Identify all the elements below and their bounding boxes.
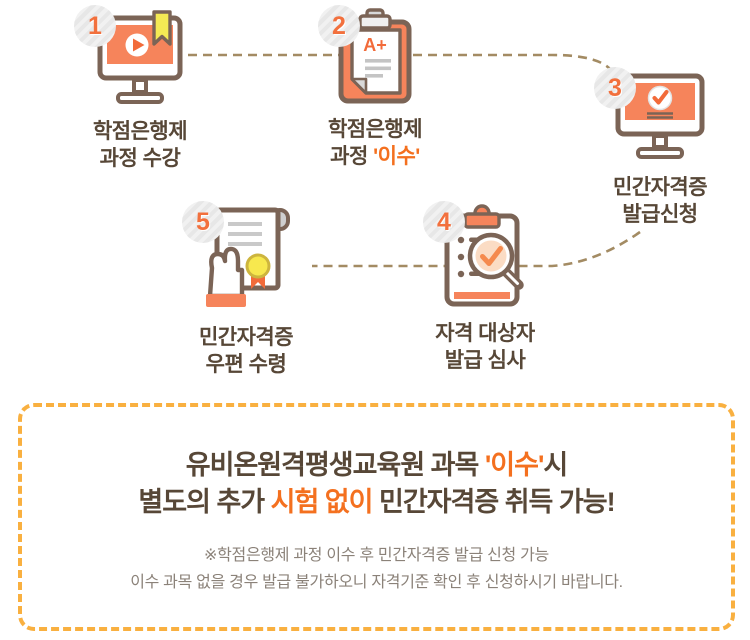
sleeve-cuff (206, 294, 246, 307)
step-number: 3 (608, 73, 622, 102)
headline-line2-suffix: 민간자격증 취득 가능! (372, 487, 616, 517)
step-number: 5 (196, 207, 210, 236)
step-5-icon-wrap: 5 (182, 201, 294, 319)
step-5: 5 민간자격증 우편 수령 (161, 201, 331, 378)
monitor-check-icon (615, 73, 705, 159)
step-4-label: 자격 대상자 발급 심사 (435, 320, 535, 374)
step-1-icon-wrap: 1 (74, 5, 190, 113)
step-3-label: 민간자격증 발급신청 (612, 174, 708, 228)
check-mark (652, 90, 669, 105)
step-number-badge: 2 (318, 5, 360, 47)
step-2-label-line2: 과정 (330, 145, 374, 168)
headline-line1-text: 유비온원격평생교육원 과목 (185, 450, 485, 480)
step-2-label: 학점은행제 과정 '이수' (327, 116, 423, 170)
step-number: 2 (332, 11, 346, 40)
step-3-icon-wrap: 3 (594, 67, 710, 169)
clipboard-clip (463, 212, 501, 229)
headline-line1-highlight: '이수' (484, 450, 545, 480)
clipboard-review-icon (444, 204, 524, 307)
step-1-label: 학점은행제 과정 수강 (92, 118, 188, 172)
notice-notes: ※학점은행제 과정 이수 후 민간자격증 발급 신청 가능 이수 과목 없을 경… (22, 542, 731, 596)
step-4: 4 자격 대상자 발급 심사 (400, 201, 570, 374)
play-triangle (133, 38, 145, 52)
step-number-badge: 3 (594, 67, 636, 109)
clipboard-grade-icon: A+ (338, 8, 412, 104)
step-number-badge: 4 (423, 201, 465, 243)
headline-line2-text: 별도의 추가 (138, 487, 271, 517)
clipboard-clip (358, 14, 392, 30)
grade-text: A+ (363, 35, 387, 55)
step-number-badge: 5 (182, 201, 224, 243)
headline-line2: 별도의 추가 시험 없이 민간자격증 취득 가능! (22, 484, 731, 521)
step-number: 1 (88, 11, 102, 40)
step-1: 1 학점은행제 과정 수강 (55, 5, 225, 172)
connector-step1-to-step3 (188, 53, 612, 71)
notice-headline: 유비온원격평생교육원 과목 '이수'시 별도의 추가 시험 없이 민간자격증 취… (22, 447, 731, 521)
step-3: 3 민간자격증 발급신청 (575, 67, 745, 228)
step-1-label-line2: 과정 수강 (99, 147, 181, 170)
step-2-label-line1: 학점은행제 (327, 118, 423, 141)
step-3-label-line2: 발급신청 (622, 203, 698, 226)
step-2: 2 A+ 학점은행제 과정 '이수' (290, 5, 460, 170)
paper-fold (350, 77, 368, 95)
bookmark-ribbon (152, 10, 172, 46)
headline-line1-suffix: 시 (543, 450, 568, 480)
monitor-play-icon (97, 10, 183, 104)
check-mark (480, 246, 503, 266)
step-number-badge: 1 (74, 5, 116, 47)
step-4-label-line1: 자격 대상자 (435, 322, 535, 345)
headline-line2-highlight: 시험 없이 (270, 487, 374, 517)
seal (245, 253, 271, 279)
notice-box: 유비온원격평생교육원 과목 '이수'시 별도의 추가 시험 없이 민간자격증 취… (18, 403, 735, 631)
step-5-label-line2: 우편 수령 (205, 353, 287, 376)
note-line-2: 이수 과목 없을 경우 발급 불가하오니 자격기준 확인 후 신청하시기 바랍니… (130, 574, 623, 591)
hand (207, 246, 245, 299)
certificate-receive-icon (206, 207, 290, 307)
headline-line1: 유비온원격평생교육원 과목 '이수'시 (22, 447, 731, 484)
step-1-label-line1: 학점은행제 (92, 120, 188, 143)
step-2-label-highlight: '이수' (373, 145, 420, 168)
step-4-icon-wrap: 4 (423, 201, 531, 315)
step-5-label: 민간자격증 우편 수령 (198, 324, 294, 378)
step-2-icon-wrap: 2 A+ (318, 5, 416, 111)
connector-step3-to-step5 (312, 230, 641, 268)
step-number: 4 (437, 207, 451, 236)
step-3-label-line1: 민간자격증 (612, 176, 708, 199)
step-5-label-line1: 민간자격증 (198, 326, 294, 349)
note-line-1: ※학점은행제 과정 이수 후 민간자격증 발급 신청 가능 (204, 547, 549, 564)
step-4-label-line2: 발급 심사 (444, 349, 526, 372)
